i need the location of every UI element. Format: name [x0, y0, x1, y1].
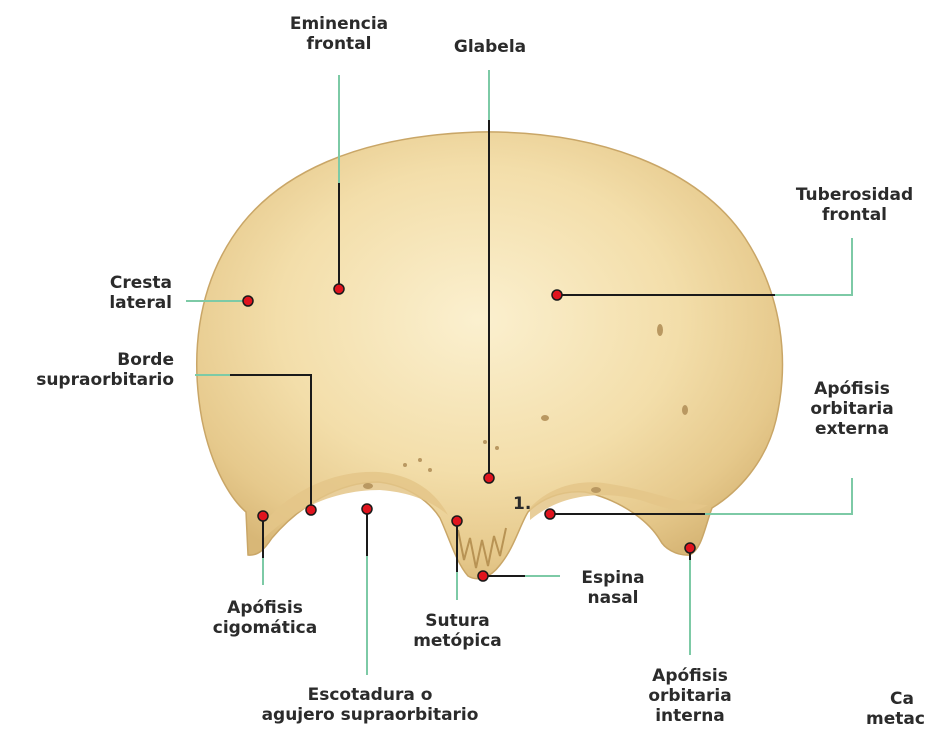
label-tuberosidad-frontal: Tuberosidad frontal	[784, 185, 925, 225]
label-apofisis-orbitaria-interna: Apófisis orbitaria interna	[630, 666, 750, 726]
label-partial-cutoff: Ca metac	[866, 689, 925, 729]
label-borde-supraorbitario: Borde supraorbitario	[4, 350, 174, 390]
label-apofisis-orbitaria-externa: Apófisis orbitaria externa	[792, 379, 912, 439]
dot-apofisis-orbitaria-interna	[685, 543, 695, 553]
dot-cresta-lateral	[243, 296, 253, 306]
dot-apofisis-cigomatica	[258, 511, 268, 521]
number-marker: 1.	[513, 494, 531, 514]
dot-borde-supraorbitario	[306, 505, 316, 515]
dot-espina-nasal	[478, 571, 488, 581]
label-sutura-metopica: Sutura metópica	[400, 611, 515, 651]
dot-escotadura-supraorbitario	[362, 504, 372, 514]
label-escotadura-supraorbitario: Escotadura o agujero supraorbitario	[245, 685, 495, 725]
dot-eminencia-frontal	[334, 284, 344, 294]
label-eminencia-frontal: Eminencia frontal	[284, 14, 394, 54]
dot-tuberosidad-frontal	[552, 290, 562, 300]
label-glabela: Glabela	[440, 37, 540, 57]
label-apofisis-cigomatica: Apófisis cigomática	[205, 598, 325, 638]
dot-sutura-metopica	[452, 516, 462, 526]
dot-glabela	[484, 473, 494, 483]
label-cresta-lateral: Cresta lateral	[70, 273, 172, 313]
dot-apofisis-orbitaria-externa	[545, 509, 555, 519]
label-espina-nasal: Espina nasal	[568, 568, 658, 608]
